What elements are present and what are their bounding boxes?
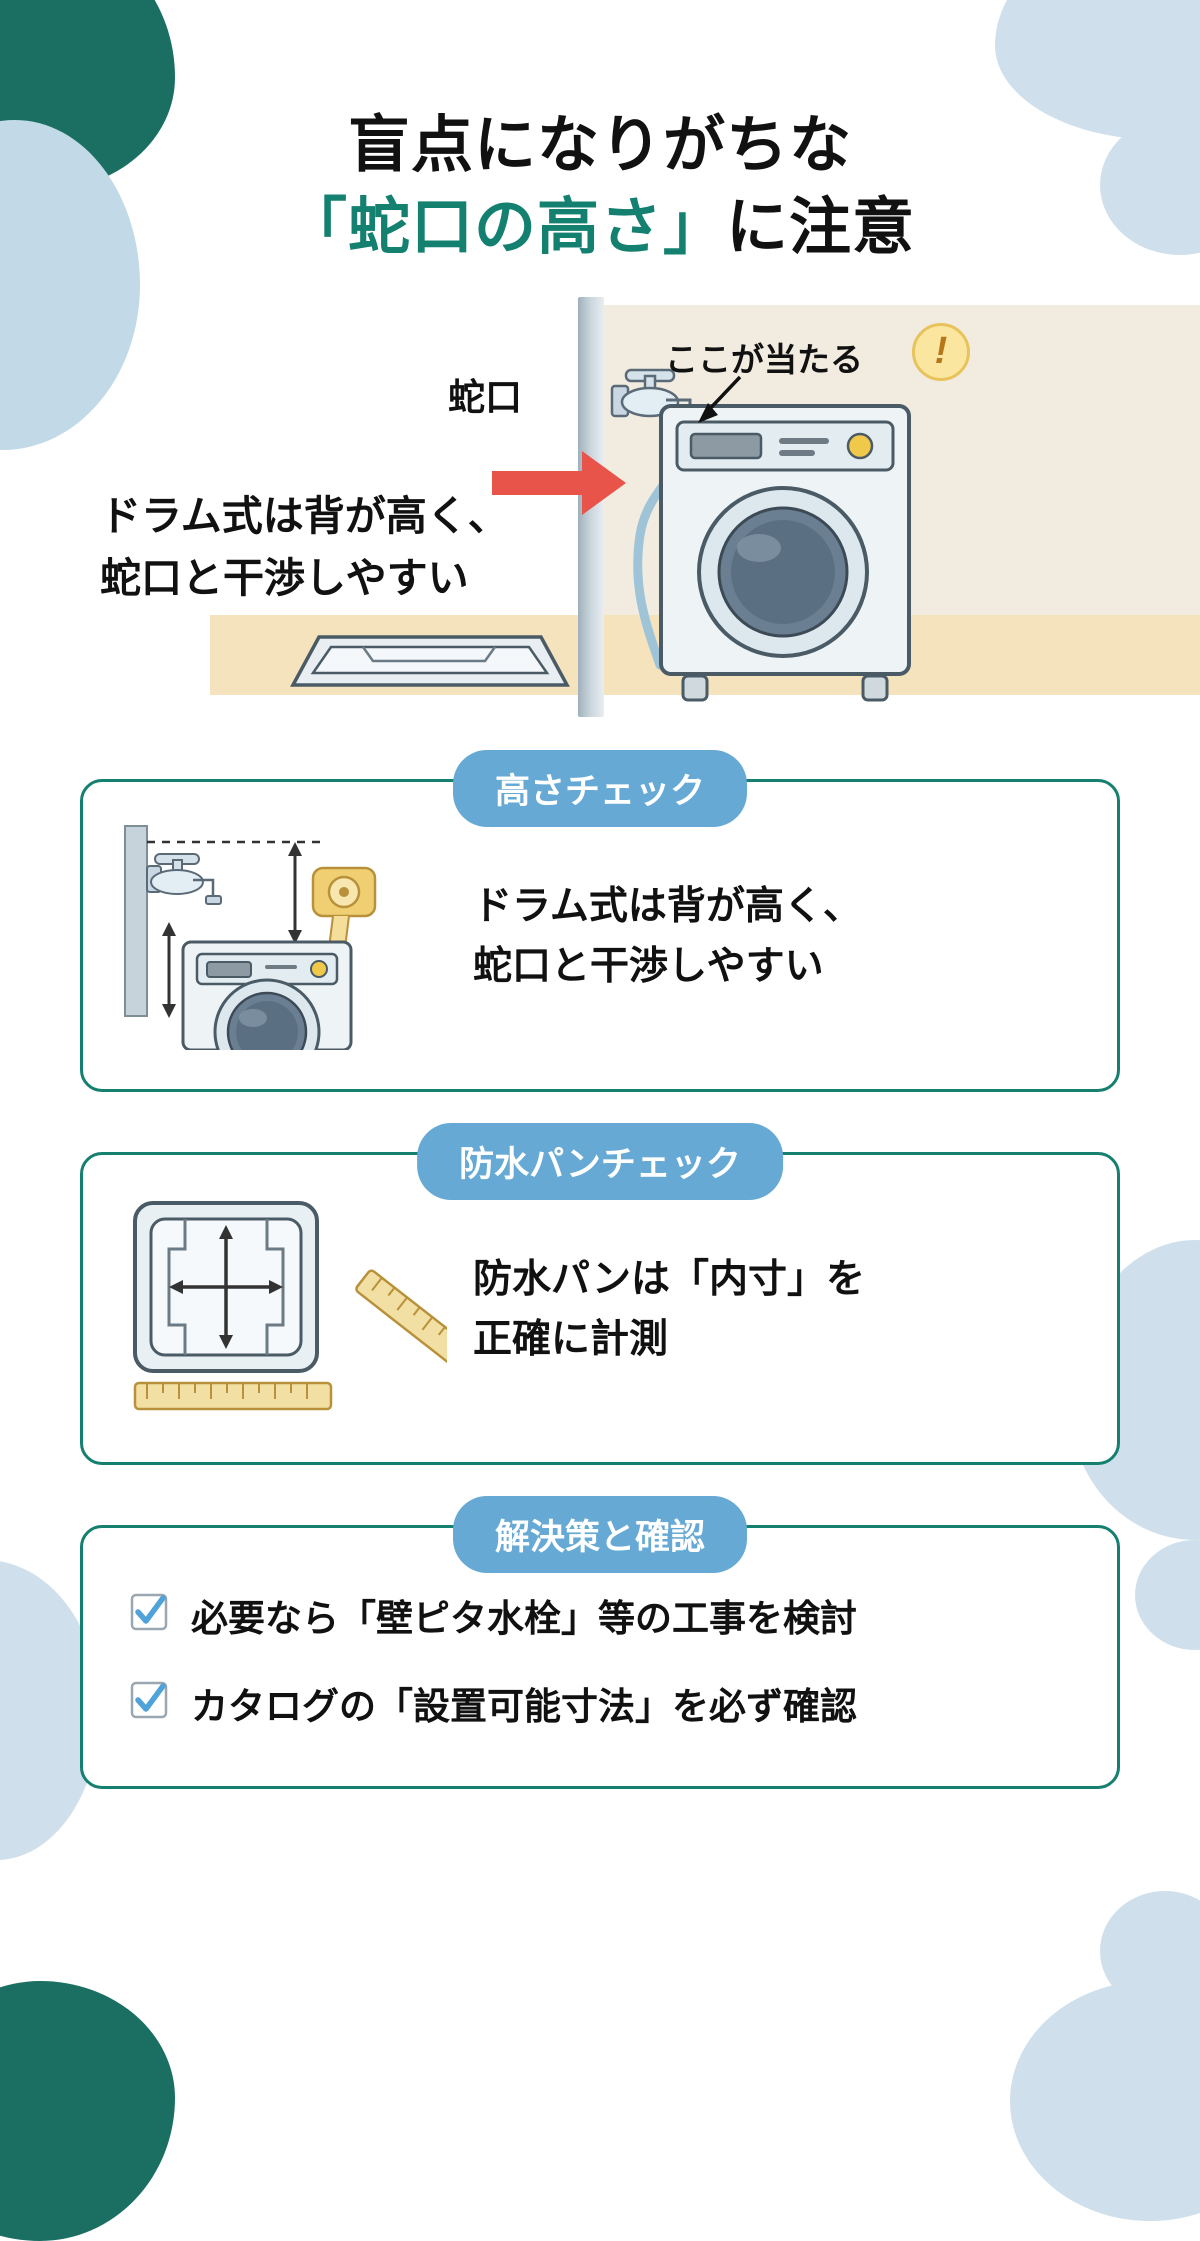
- hero-illustration: 蛇口: [0, 296, 1200, 745]
- faucet-label: 蛇口: [448, 376, 522, 418]
- section-card-solutions-check: 必要なら「壁ピタ水栓」等の工事を検討 カタログの「設置可能寸法」を必ず確認: [80, 1524, 1120, 1789]
- decorative-blob-bottom-right-blue: [1010, 1981, 1200, 2221]
- section-drain-pan-check: 防水パンチェック: [80, 1122, 1120, 1465]
- checklist-item[interactable]: 必要なら「壁ピタ水栓」等の工事を検討: [129, 1588, 1071, 1642]
- section-card-drain-pan-check: 防水パンは「内寸」を 正確に計測: [80, 1151, 1120, 1465]
- hero-copy-line-2: 蛇口と干渉しやすい: [100, 554, 469, 601]
- callout-pointer-icon: [688, 371, 748, 436]
- page-title: 盲点になりがちな 「蛇口の高さ」に注意: [0, 0, 1200, 269]
- title-suffix-text: に注意: [726, 192, 916, 262]
- washing-machine-illustration: [655, 400, 915, 710]
- checkbox-checked-icon[interactable]: [129, 1680, 169, 1725]
- section-badge-solutions-check: 解決策と確認: [452, 1495, 748, 1573]
- red-arrow-icon: [490, 443, 630, 528]
- section-badge-drain-pan-check: 防水パンチェック: [417, 1122, 783, 1200]
- drain-pan-text-line-1: 防水パンは「内寸」を: [473, 1257, 865, 1301]
- section-badge-height-check: 高さチェック: [452, 749, 748, 827]
- height-check-text-line-2: 蛇口と干渉しやすい: [473, 945, 824, 989]
- section-solutions-check: 解決策と確認 必要なら「壁ピタ水栓」等の工事を検討: [80, 1495, 1120, 1789]
- decorative-blob-bottom-right-blue-small: [1100, 1891, 1200, 2011]
- warning-badge-icon: !: [912, 322, 970, 381]
- title-accent-text: 「蛇口の高さ」: [284, 192, 726, 262]
- hero-body-copy: ドラム式は背が高く、 蛇口と干渉しやすい: [100, 485, 509, 610]
- height-check-text: ドラム式は背が高く、 蛇口と干渉しやすい: [473, 877, 862, 998]
- infographic-page: 盲点になりがちな 「蛇口の高さ」に注意 蛇口: [0, 0, 1200, 1969]
- checkbox-checked-icon[interactable]: [129, 1592, 169, 1637]
- checklist-item-label: 必要なら「壁ピタ水栓」等の工事を検討: [191, 1597, 857, 1639]
- drain-pan-check-text: 防水パンは「内寸」を 正確に計測: [473, 1250, 865, 1371]
- section-card-height-check: ドラム式は背が高く、 蛇口と干渉しやすい: [80, 778, 1120, 1092]
- title-line-2: 「蛇口の高さ」に注意: [0, 187, 1200, 269]
- drain-pan-text-line-2: 正確に計測: [473, 1318, 669, 1362]
- height-check-text-line-1: ドラム式は背が高く、: [473, 884, 862, 928]
- checklist-item-label: カタログの「設置可能寸法」を必ず確認: [191, 1685, 857, 1727]
- height-check-illustration: [117, 820, 447, 1086]
- drain-pan-illustration: [285, 627, 575, 702]
- checklist-item[interactable]: カタログの「設置可能寸法」を必ず確認: [129, 1676, 1071, 1730]
- drain-pan-check-illustration: [117, 1193, 473, 1428]
- section-height-check: 高さチェック: [80, 749, 1120, 1092]
- bottom-spacer: [0, 1849, 1200, 1969]
- hero-copy-line-1: ドラム式は背が高く、: [100, 492, 509, 539]
- title-line-1: 盲点になりがちな: [347, 111, 852, 180]
- decorative-blob-bottom-left-teal: [0, 1981, 175, 2241]
- hero-callout-text: ここが当たる: [665, 340, 863, 378]
